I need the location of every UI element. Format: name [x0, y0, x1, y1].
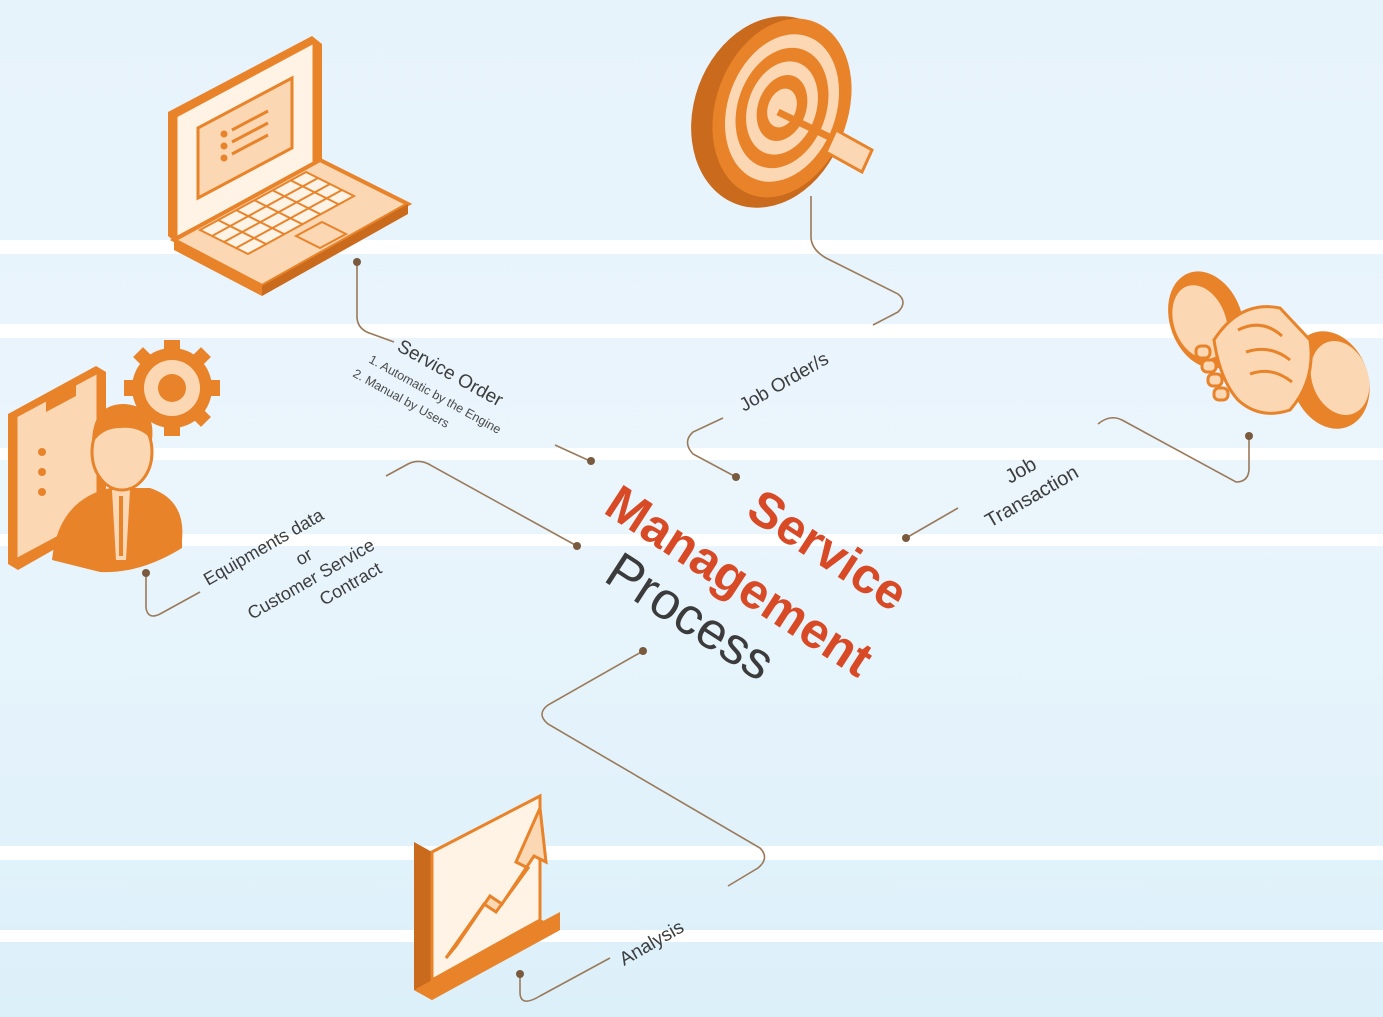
connector-analysis-end: [519, 957, 611, 1002]
background-stripe: [0, 846, 1383, 860]
background-stripe: [0, 448, 1383, 460]
growth-chart-icon: [414, 793, 560, 1000]
job-orders-label: Job Order/s: [736, 349, 832, 417]
connector-job-transaction-end: [905, 507, 959, 539]
connector-dot: [587, 457, 595, 465]
laptop-icon: [168, 36, 413, 296]
label-service-order: Service Order 1. Automatic by the Engine…: [351, 336, 507, 437]
connector-equipments-end: [385, 460, 578, 547]
label-equipments: Equipments data or Customer Service Cont…: [200, 504, 385, 623]
diagram-title: Service Management Process: [595, 474, 917, 692]
analysis-label: Analysis: [616, 917, 688, 971]
connector-dot: [142, 569, 150, 577]
handshake-icon: [1168, 271, 1370, 429]
connector-dot: [902, 534, 910, 542]
target-icon: [691, 16, 874, 208]
connector-service-order-end: [554, 444, 591, 462]
person-clipboard-gear-icon: [8, 340, 220, 573]
connector-dot: [1245, 432, 1253, 440]
connector-lines: [142, 196, 1253, 1002]
connector-dot: [353, 258, 361, 266]
connector-equipments: [145, 573, 201, 617]
connector-dot: [639, 647, 647, 655]
connector-job-orders: [810, 196, 904, 326]
background-stripe: [0, 534, 1383, 546]
connector-job-orders-end: [686, 417, 737, 478]
connector-job-transaction: [1097, 416, 1250, 483]
background-stripe: [0, 930, 1383, 942]
connector-dot: [516, 970, 524, 978]
connector-dot: [732, 473, 740, 481]
label-job-transaction: Job Transaction: [982, 453, 1083, 532]
connector-service-order: [356, 262, 395, 343]
connector-dot: [573, 542, 581, 550]
connector-analysis: [541, 650, 766, 887]
background-stripe: [0, 324, 1383, 338]
